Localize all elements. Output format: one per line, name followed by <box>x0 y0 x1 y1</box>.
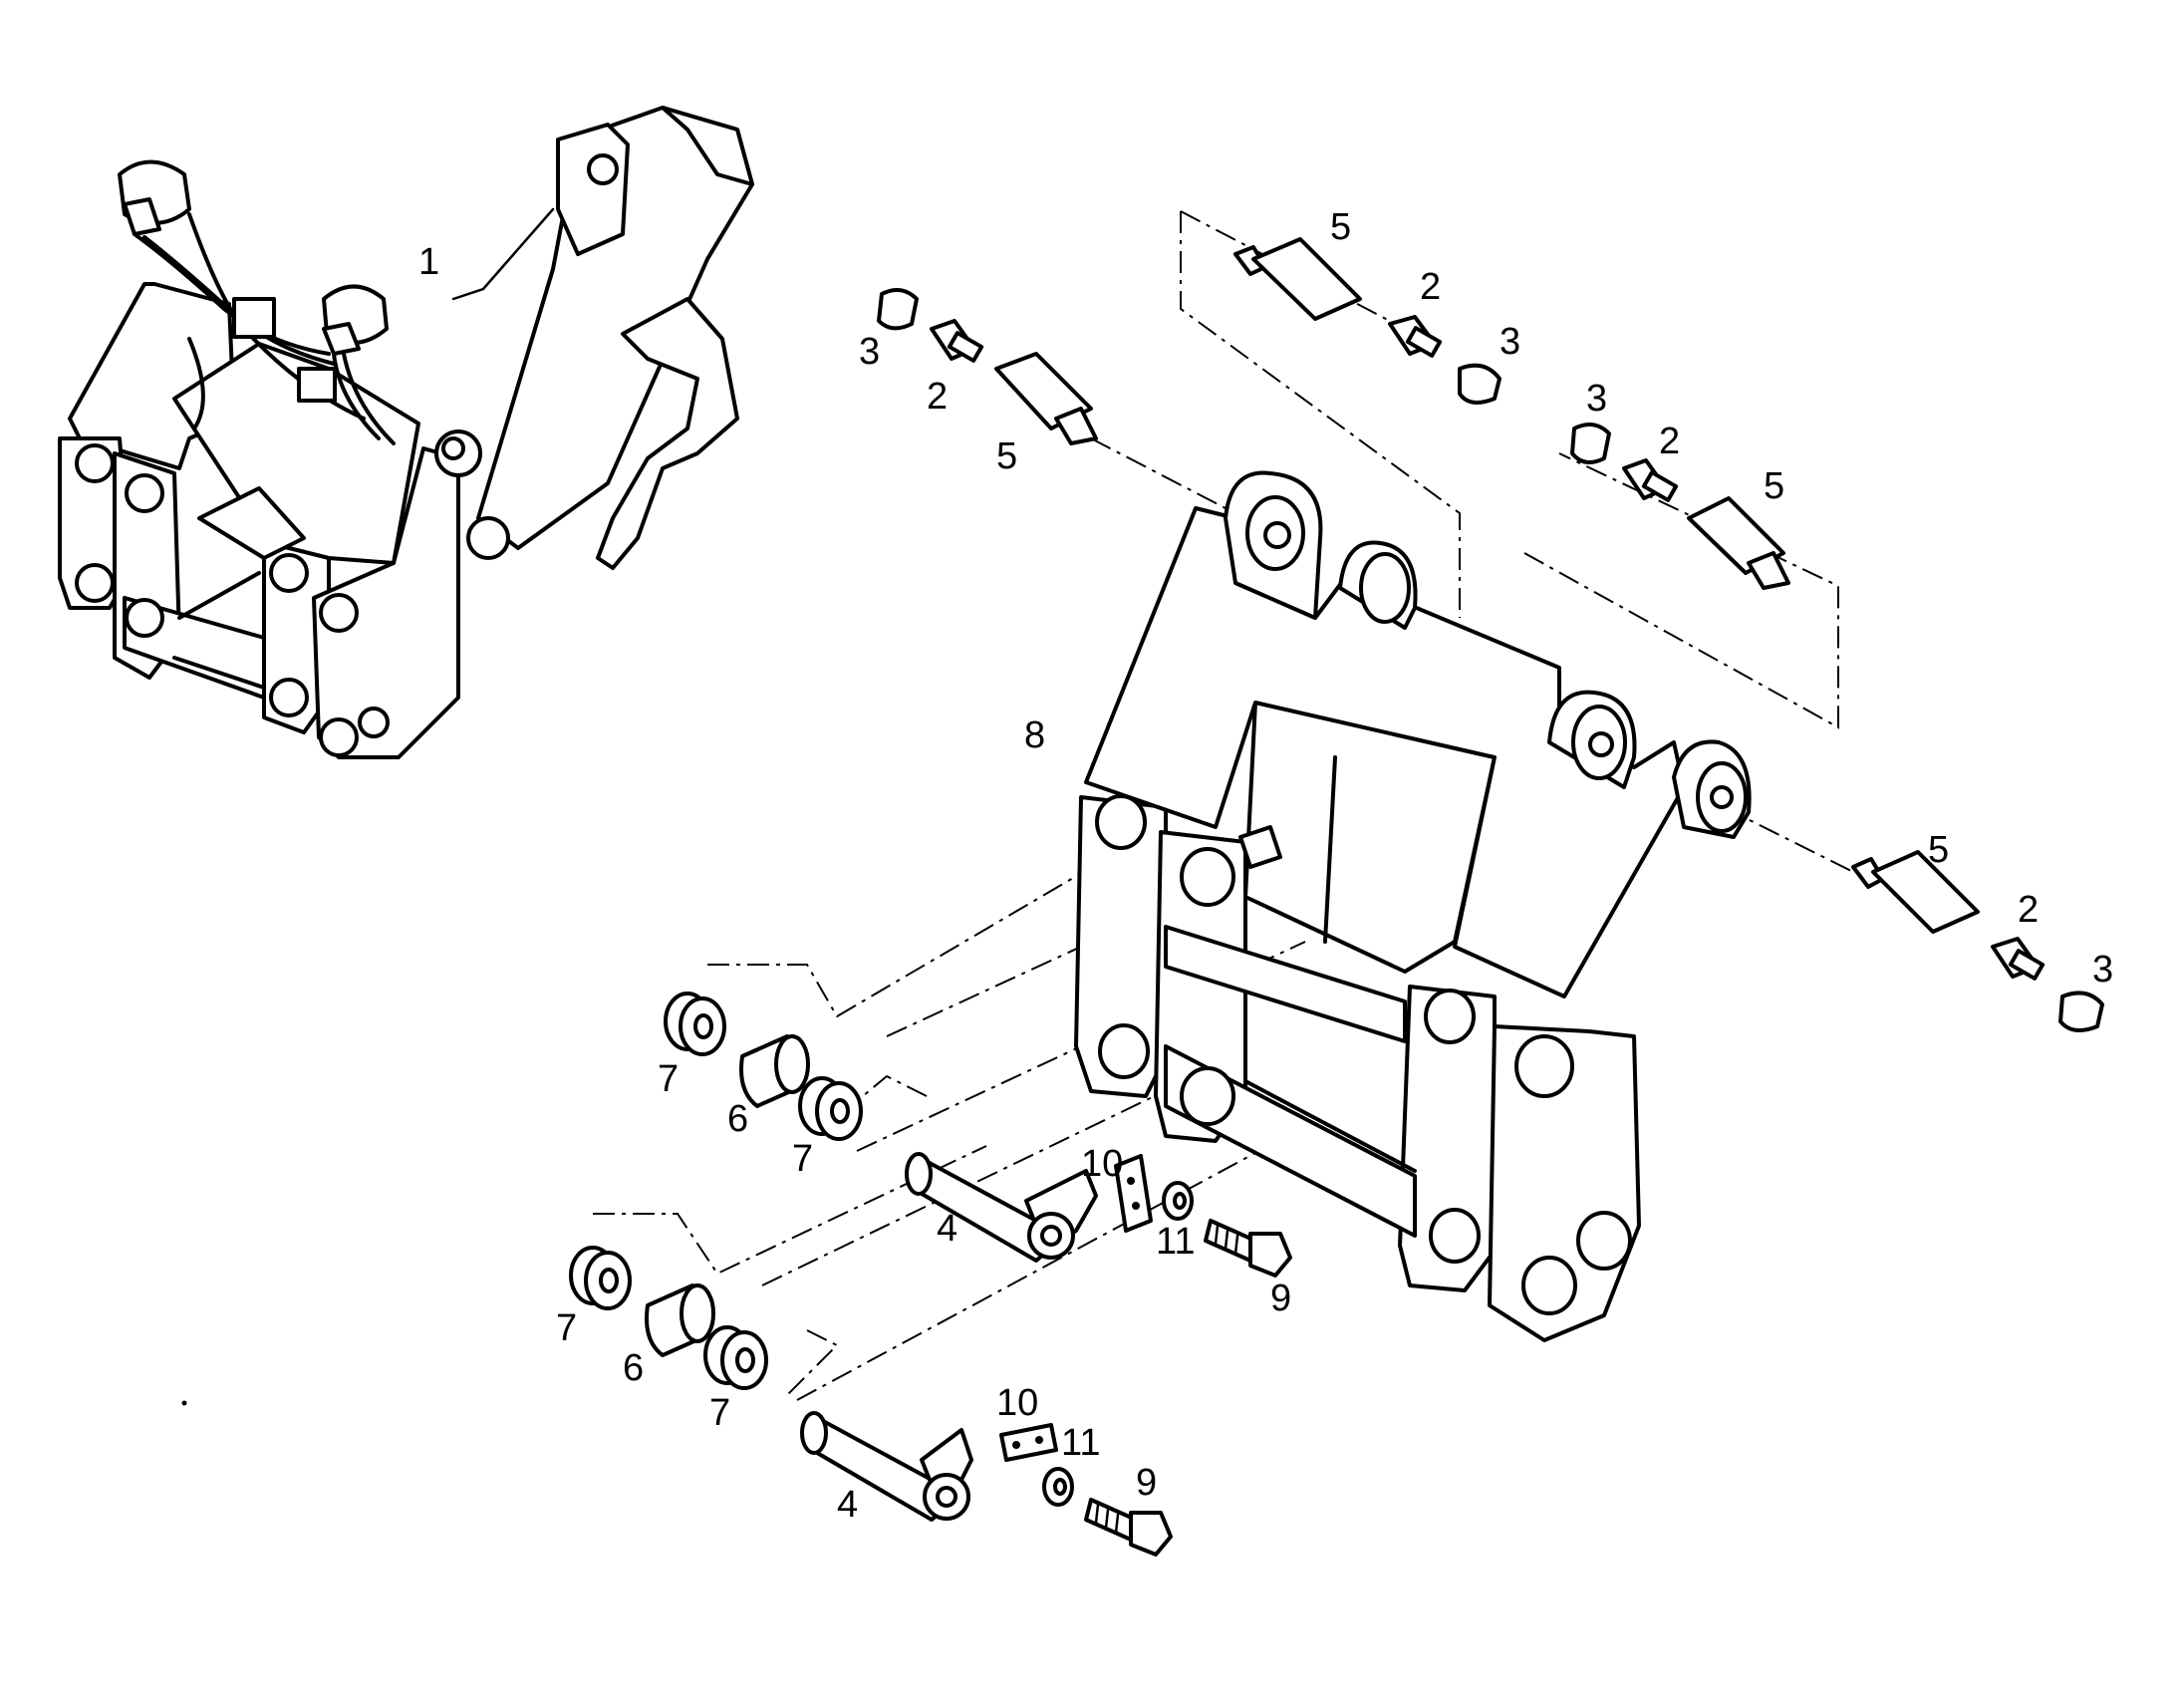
fittings-lower-right <box>1851 850 2104 1032</box>
callout-7: 7 <box>658 1058 679 1100</box>
callout-3: 3 <box>1500 321 1520 363</box>
cap-3d <box>2058 991 2104 1032</box>
callout-3: 3 <box>2092 949 2113 991</box>
callout-6: 6 <box>623 1347 644 1389</box>
callout-7: 7 <box>556 1307 577 1349</box>
sleeve-6b <box>645 1283 715 1357</box>
callout-5: 5 <box>996 435 1017 477</box>
callout-4: 4 <box>837 1484 858 1526</box>
callout-7: 7 <box>792 1138 813 1180</box>
callout-2: 2 <box>1420 266 1441 308</box>
nipple-2a <box>930 319 984 363</box>
callout-2: 2 <box>1659 421 1680 462</box>
spacer-5d <box>1851 850 1980 934</box>
callout-10: 10 <box>996 1382 1038 1424</box>
callout-5: 5 <box>1764 465 1784 507</box>
callout-8: 8 <box>1024 714 1045 756</box>
spacer-5b <box>1233 237 1362 321</box>
callout-9: 9 <box>1270 1278 1291 1319</box>
spacer-5c <box>1687 496 1790 590</box>
bolt-9b <box>1084 1498 1173 1557</box>
pin-4b <box>800 1411 973 1522</box>
callout-labels: 1 2 2 2 2 3 3 3 3 4 4 5 5 5 5 6 6 7 7 7 … <box>418 206 2113 1526</box>
spacer-5a <box>994 352 1098 445</box>
callout-5: 5 <box>1928 829 1949 871</box>
frame-8-bolt-holes <box>1095 794 1632 1315</box>
callout-6: 6 <box>727 1098 748 1140</box>
callout-10: 10 <box>1081 1143 1123 1185</box>
bolt-9a <box>1204 1219 1292 1278</box>
nipple-2b <box>1388 315 1443 358</box>
washer-11a <box>1162 1181 1194 1221</box>
frame-top-lugs <box>1224 470 1752 839</box>
nipple-2d <box>1991 937 2046 981</box>
nipple-2c <box>1622 458 1679 502</box>
bushing-set-upper <box>664 992 863 1141</box>
sleeve-6a <box>739 1034 810 1108</box>
cap-3a <box>877 288 919 331</box>
callout-1: 1 <box>418 241 439 283</box>
callout-4: 4 <box>937 1208 957 1250</box>
callout-2: 2 <box>927 376 948 418</box>
bushing-7c <box>569 1246 632 1310</box>
callout-7: 7 <box>709 1392 730 1434</box>
hydraulic-caps <box>118 159 389 356</box>
frame-item-8 <box>1074 470 1752 1342</box>
bushing-set-lower <box>569 1246 768 1390</box>
callout-2: 2 <box>2018 889 2039 931</box>
pin-4a <box>905 1152 1098 1263</box>
lock-plate-10b <box>999 1423 1058 1462</box>
cap-3b <box>1458 363 1502 405</box>
leader-1 <box>451 207 555 301</box>
fittings-upper-middle <box>1233 237 1502 405</box>
callout-11: 11 <box>1061 1422 1100 1464</box>
callout-11: 11 <box>1156 1221 1195 1263</box>
callout-5: 5 <box>1330 206 1351 248</box>
fittings-upper-left <box>877 288 1098 445</box>
lock-plate-10a <box>1114 1154 1153 1233</box>
callout-9: 9 <box>1136 1462 1157 1504</box>
bushing-7d <box>703 1325 768 1390</box>
fittings-upper-right <box>1570 423 1790 590</box>
callout-3: 3 <box>859 331 880 373</box>
frame-bolt-holes <box>75 429 510 757</box>
bushing-7b <box>798 1076 863 1141</box>
callout-3: 3 <box>1586 378 1607 420</box>
complete-coupler-assembly <box>58 106 754 759</box>
cap-3c <box>1570 423 1611 464</box>
washer-11b <box>1042 1467 1074 1507</box>
bushing-7a <box>664 992 726 1056</box>
